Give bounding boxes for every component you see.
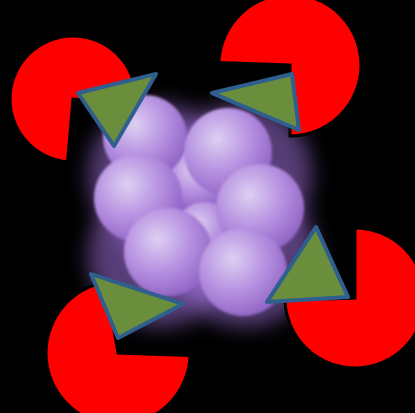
- sphere: [124, 208, 212, 296]
